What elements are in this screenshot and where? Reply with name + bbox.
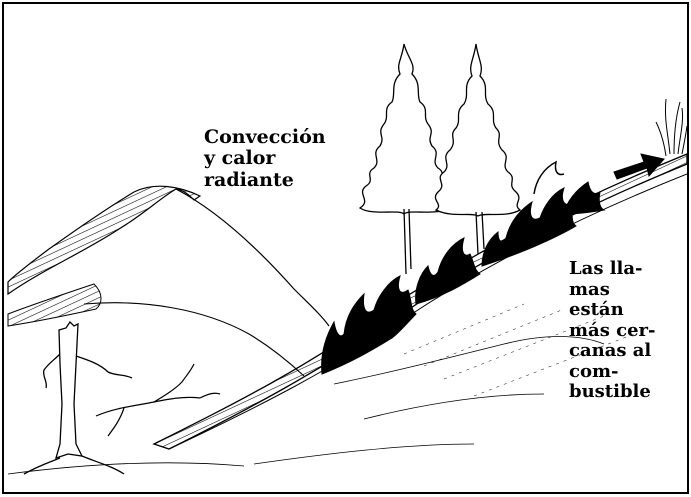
fallen-branches bbox=[95, 363, 221, 437]
flames bbox=[321, 160, 606, 375]
uphill-fire-illustration bbox=[7, 43, 687, 475]
background-ridge bbox=[7, 185, 330, 377]
caption-convection-radiant-heat: Convección y calor radiante bbox=[204, 126, 326, 191]
grass-tuft bbox=[655, 98, 687, 157]
caption-flames-closer-to-fuel: Las lla- mas están más cer- canas al com… bbox=[569, 258, 656, 403]
arrow-right-icon bbox=[613, 153, 665, 180]
tree-left bbox=[358, 43, 452, 275]
dead-snag bbox=[23, 320, 133, 475]
tree-right bbox=[434, 43, 522, 255]
